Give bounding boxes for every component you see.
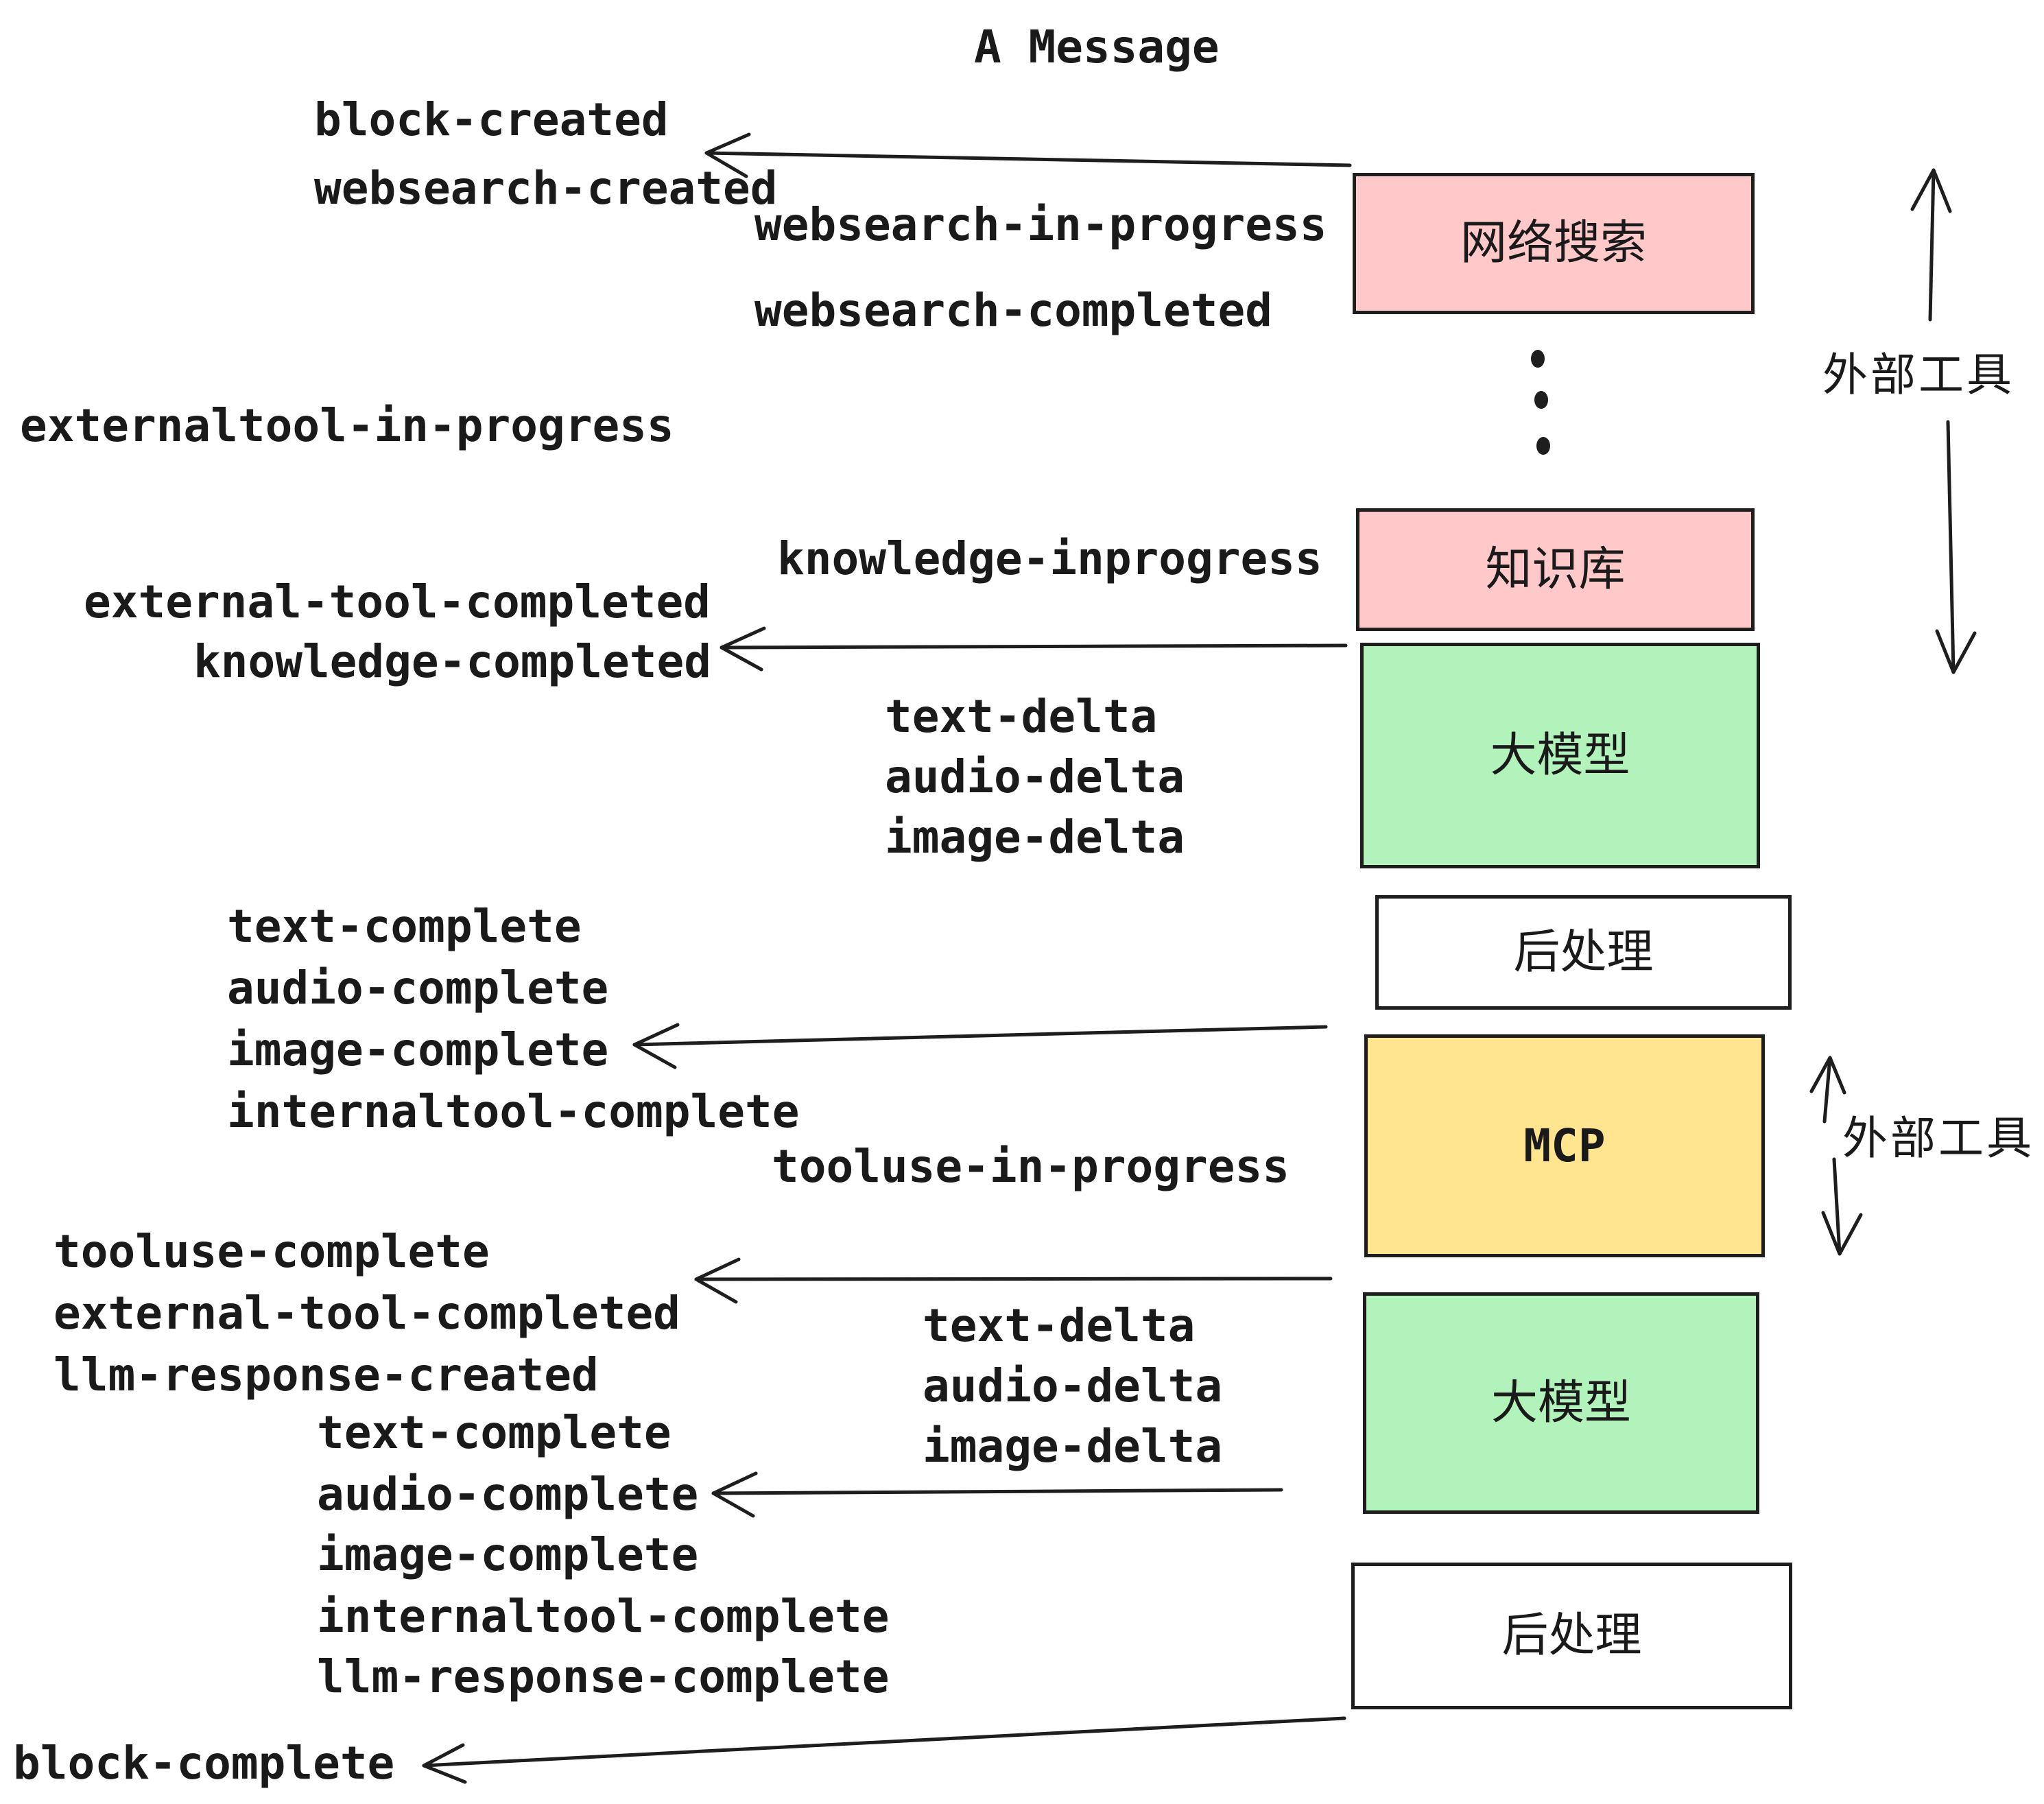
- box-mcp: MCP: [1364, 1034, 1765, 1257]
- arrow-llm-complete-head: [711, 1471, 758, 1518]
- event-text-delta-2: text-delta: [923, 1299, 1196, 1352]
- event-tooluse-complete: tooluse-complete: [54, 1225, 490, 1278]
- event-knowledge-inprogress: knowledge-inprogress: [777, 532, 1322, 585]
- box-postprocess-1-label: 后处理: [1513, 925, 1654, 980]
- box-knowledge-label: 知识库: [1485, 542, 1626, 597]
- mcp-external-tools-down-arrow-head: [1821, 1211, 1863, 1256]
- event-text-complete-2: text-complete: [317, 1406, 672, 1459]
- event-image-delta-2: image-delta: [923, 1420, 1223, 1473]
- mcp-external-tools-up-arrow-line: [1822, 1056, 1832, 1124]
- box-postprocess-1: 后处理: [1375, 895, 1792, 1010]
- box-postprocess-2: 后处理: [1351, 1563, 1792, 1709]
- box-llm-1: 大模型: [1360, 643, 1760, 868]
- event-knowledge-completed: knowledge-completed: [193, 635, 711, 688]
- box-llm-2: 大模型: [1363, 1292, 1759, 1514]
- box-llm-1-label: 大模型: [1490, 728, 1630, 783]
- external-tools-down-arrow-line: [1946, 420, 1956, 674]
- external-tools-label-top: 外部工具: [1822, 348, 2015, 401]
- mcp-external-tools-up-arrow-head: [1809, 1056, 1846, 1095]
- external-tools-label-mcp: 外部工具: [1842, 1112, 2034, 1165]
- event-image-complete-1: image-complete: [227, 1023, 609, 1076]
- external-tools-up-arrow-head: [1910, 168, 1952, 213]
- box-llm-2-label: 大模型: [1490, 1375, 1631, 1430]
- box-websearch: 网络搜索: [1353, 173, 1755, 314]
- event-image-complete-2: image-complete: [317, 1528, 699, 1581]
- event-text-delta-1: text-delta: [885, 690, 1158, 743]
- arrow-knowledge-completed-head: [720, 626, 766, 672]
- ellipsis-dot: [1534, 391, 1548, 409]
- arrow-block-complete-head: [422, 1743, 467, 1784]
- event-llm-response-complete: llm-response-complete: [317, 1650, 890, 1703]
- ellipsis-dot: [1536, 437, 1550, 455]
- arrow-internal-complete-line: [632, 1025, 1328, 1047]
- event-audio-complete-2: audio-complete: [317, 1468, 699, 1521]
- arrow-block-complete-line: [422, 1716, 1346, 1768]
- event-internaltool-complete-1: internaltool-complete: [227, 1085, 800, 1138]
- event-text-complete-1: text-complete: [227, 900, 582, 953]
- event-externaltool-in-progress: externaltool-in-progress: [20, 399, 674, 452]
- external-tools-up-arrow-line: [1928, 168, 1936, 322]
- arrow-tooluse-complete-head: [694, 1257, 741, 1304]
- arrow-knowledge-completed-line: [720, 643, 1348, 650]
- vertical-ellipsis-icon: [1531, 350, 1550, 455]
- event-websearch-created: websearch-created: [314, 162, 778, 215]
- event-audio-delta-1: audio-delta: [885, 750, 1185, 803]
- arrow-block-created-head: [704, 132, 751, 178]
- mcp-external-tools-down-arrow-line: [1832, 1157, 1842, 1256]
- external-tools-down-arrow-head: [1935, 629, 1977, 674]
- event-block-complete: block-complete: [13, 1737, 395, 1790]
- arrow-block-created-line: [704, 151, 1352, 167]
- event-audio-complete-1: audio-complete: [227, 962, 609, 1014]
- ellipsis-dot: [1531, 350, 1545, 368]
- event-audio-delta-2: audio-delta: [923, 1360, 1223, 1412]
- box-mcp-label: MCP: [1523, 1119, 1606, 1172]
- event-tooluse-in-progress: tooluse-in-progress: [772, 1140, 1290, 1193]
- event-block-created: block-created: [314, 93, 669, 146]
- event-external-tool-completed-2: external-tool-completed: [54, 1287, 680, 1340]
- event-internaltool-complete-2: internaltool-complete: [317, 1590, 890, 1643]
- box-websearch-label: 网络搜索: [1460, 216, 1647, 270]
- arrow-llm-complete-line: [711, 1488, 1283, 1495]
- event-websearch-in-progress: websearch-in-progress: [754, 198, 1327, 251]
- event-websearch-completed: websearch-completed: [754, 284, 1272, 337]
- diagram-title: A Message: [974, 21, 1220, 73]
- box-knowledge: 知识库: [1356, 508, 1755, 631]
- event-llm-response-created: llm-response-created: [54, 1349, 599, 1401]
- event-external-tool-completed-1: external-tool-completed: [84, 575, 711, 628]
- box-postprocess-2-label: 后处理: [1501, 1609, 1642, 1663]
- event-image-delta-1: image-delta: [885, 811, 1185, 864]
- arrow-internal-complete-head: [632, 1023, 680, 1069]
